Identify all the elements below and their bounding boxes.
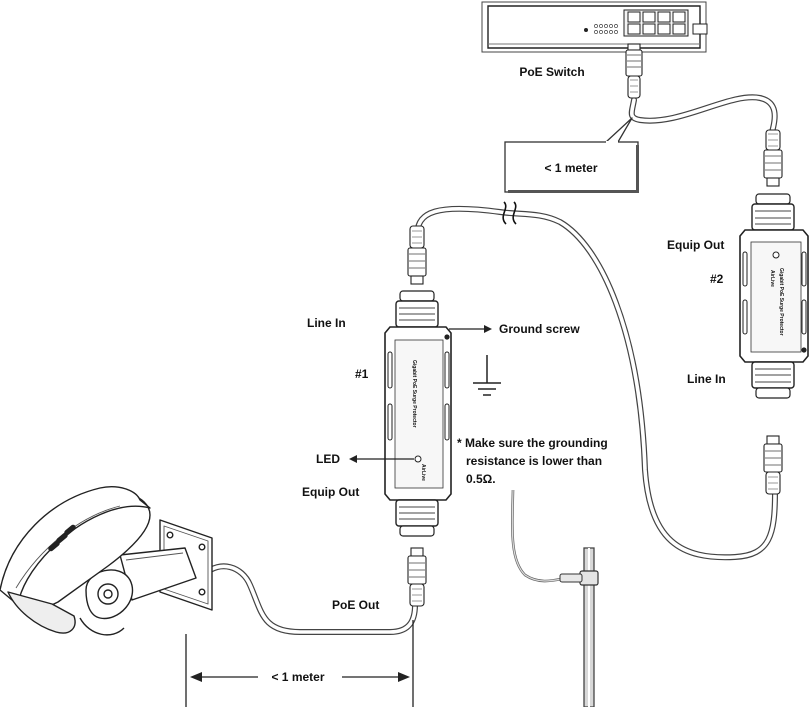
grounding-note-line-1: * Make sure the grounding bbox=[457, 436, 608, 450]
rj45-connector-protector-2-top bbox=[763, 129, 783, 187]
callout-box bbox=[504, 117, 639, 193]
ground-wire bbox=[511, 489, 567, 583]
poe-switch-label: PoE Switch bbox=[519, 65, 584, 79]
protector-2-brand-text: AirLive bbox=[769, 270, 775, 287]
cable-protector-1-to-protector-2 bbox=[414, 205, 778, 561]
dimension-distance-label: < 1 meter bbox=[271, 670, 324, 684]
dimension-lines bbox=[185, 620, 414, 707]
protector-1-equip-out-label: Equip Out bbox=[302, 485, 359, 499]
protector-2-model-text: Gigabit PoE Surge Protector bbox=[778, 268, 784, 336]
protector-2-equip-out-label: Equip Out bbox=[667, 238, 724, 252]
cable-break-mark bbox=[502, 201, 517, 225]
protector-1-model-text: Gigabit PoE Surge Protector bbox=[411, 360, 417, 428]
rj45-connector-protector-2-bottom bbox=[763, 435, 783, 495]
dimension-arrow-left-icon bbox=[190, 672, 202, 682]
rj45-connector-protector-1-bottom bbox=[407, 547, 427, 607]
ground-symbol-icon bbox=[473, 355, 501, 396]
callout-distance-label: < 1 meter bbox=[544, 161, 597, 175]
protector-1-number-label: #1 bbox=[355, 367, 369, 381]
surge-protector-2: AirLive Gigabit PoE Surge Protector bbox=[739, 193, 809, 399]
rj45-connector-switch bbox=[625, 43, 643, 99]
ip-camera bbox=[0, 486, 213, 636]
protector-2-number-label: #2 bbox=[710, 272, 724, 286]
poe-out-label: PoE Out bbox=[332, 598, 379, 612]
protector-1-line-in-label: Line In bbox=[307, 316, 346, 330]
ground-screw-arrow bbox=[449, 325, 492, 333]
dimension-arrow-right-icon bbox=[398, 672, 410, 682]
grounding-note-line-3: 0.5Ω. bbox=[466, 472, 496, 486]
led-arrow bbox=[349, 455, 414, 463]
cable-switch-to-protector-2 bbox=[628, 94, 778, 135]
protector-2-line-in-label: Line In bbox=[687, 372, 726, 386]
rj45-connector-protector-1-top bbox=[407, 225, 427, 285]
led-label: LED bbox=[316, 452, 340, 466]
surge-protector-1: Gigabit PoE Surge Protector AirLive bbox=[384, 290, 452, 537]
poe-switch bbox=[481, 1, 708, 53]
cable-camera-to-protector-1 bbox=[202, 563, 418, 635]
ground-rod bbox=[559, 547, 599, 707]
grounding-note-line-2: resistance is lower than bbox=[466, 454, 602, 468]
protector-1-brand-text: AirLive bbox=[420, 464, 426, 481]
ground-screw-label: Ground screw bbox=[499, 322, 580, 336]
